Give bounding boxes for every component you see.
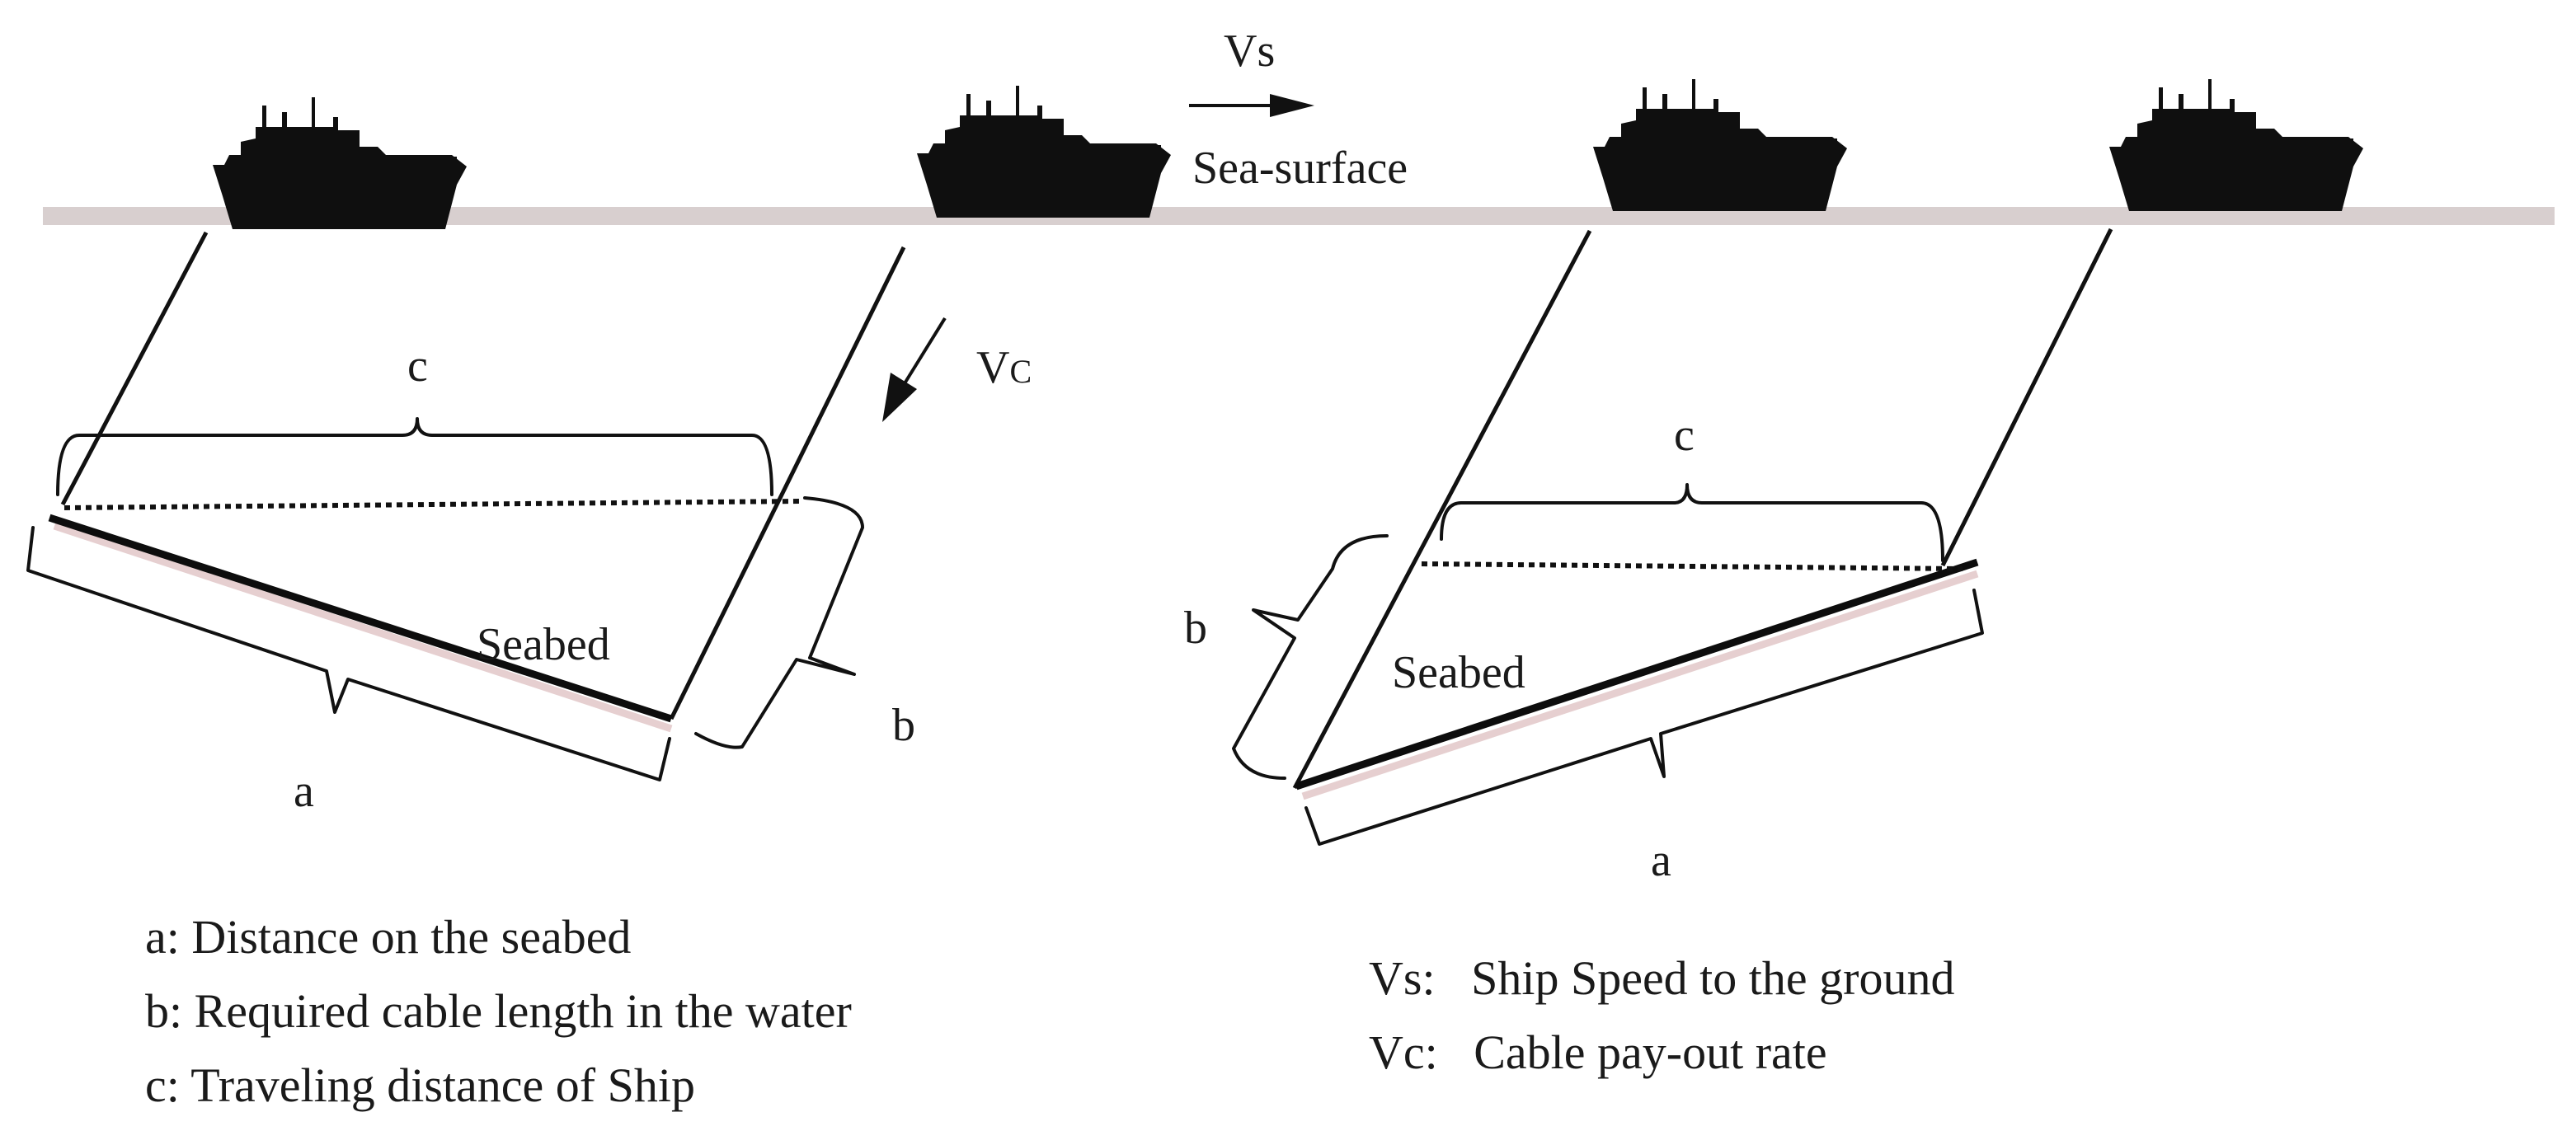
left-brace-c <box>56 417 773 496</box>
sea-surface-band <box>43 207 2555 225</box>
right-brace-a <box>1304 589 1984 846</box>
legend-item-b: b: Required cable length in the water <box>145 984 852 1038</box>
right-seabed-line <box>1295 558 1979 791</box>
legend-item-a: a: Distance on the seabed <box>145 910 631 964</box>
right-seabed-label: Seabed <box>1392 647 1525 698</box>
left-dotted-line <box>63 499 802 510</box>
vs-arrowhead-icon <box>1270 94 1314 117</box>
right-label-c: c <box>1674 410 1695 461</box>
left-label-c: c <box>407 340 428 392</box>
ship-icon <box>1593 79 1847 211</box>
left-cable-end <box>669 246 906 720</box>
legend-right: Vs: Ship Speed to the ground Vc: Cable p… <box>1369 951 1954 1079</box>
legend-item-vs: Vs: Ship Speed to the ground <box>1369 951 1954 1005</box>
right-cable-end <box>1940 228 2113 567</box>
vc-arrow-icon <box>900 317 947 389</box>
legend-left: a: Distance on the seabed b: Required ca… <box>145 910 852 1112</box>
right-dotted-line <box>1421 561 1963 571</box>
right-label-b: b <box>1184 603 1207 654</box>
left-seabed-shadow <box>53 522 673 733</box>
ship-icon <box>213 97 467 229</box>
ship-icon <box>917 86 1171 218</box>
legend-item-c: c: Traveling distance of Ship <box>145 1058 695 1112</box>
left-cable-start <box>60 231 209 506</box>
vc-arrow-label: VC <box>976 342 1032 393</box>
right-brace-c <box>1440 483 1944 562</box>
left-brace-a <box>26 526 671 781</box>
left-label-a: a <box>294 766 314 817</box>
sea-surface-label: Sea-surface <box>1192 143 1408 194</box>
right-seabed-shadow <box>1301 570 1979 800</box>
right-cable-start <box>1292 229 1592 790</box>
right-label-a: a <box>1651 835 1671 886</box>
ship-icon <box>2109 79 2363 211</box>
left-seabed-line <box>48 514 673 723</box>
left-seabed-label: Seabed <box>477 619 610 670</box>
vc-arrowhead-icon <box>882 373 917 422</box>
left-label-b: b <box>892 700 915 751</box>
right-brace-b <box>1232 534 1389 780</box>
legend-item-vc: Vc: Cable pay-out rate <box>1369 1025 1827 1079</box>
left-brace-b <box>694 496 864 749</box>
vs-arrow-label: Vs <box>1224 26 1275 77</box>
